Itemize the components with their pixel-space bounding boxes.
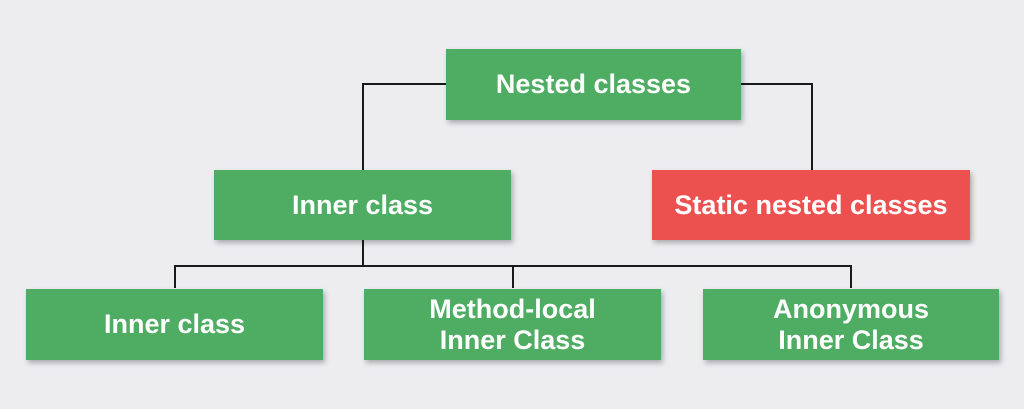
root-to-static-nested-connector (741, 83, 813, 170)
node-method-local-line1: Method-local (429, 293, 596, 324)
node-method-local-line2: Inner Class (439, 324, 586, 355)
node-leaf-inner-class: Inner class (26, 289, 323, 360)
node-nested-classes-label: Nested classes (495, 69, 692, 99)
root-to-inner-class-connector (362, 83, 446, 170)
inner-class-to-children-connector (174, 240, 852, 288)
node-anonymous-inner-class: Anonymous Inner Class (703, 289, 999, 360)
node-anonymous-line1: Anonymous (772, 293, 929, 324)
node-method-local-inner-class: Method-local Inner Class (364, 289, 661, 360)
node-leaf-inner-class-label: Inner class (103, 309, 246, 339)
node-inner-class-label: Inner class (291, 189, 434, 220)
node-anonymous-line2: Inner Class (778, 324, 924, 355)
node-static-nested-classes-label: Static nested classes (674, 189, 948, 220)
node-static-nested-classes: Static nested classes (652, 170, 970, 240)
node-inner-class: Inner class (214, 170, 511, 240)
node-nested-classes: Nested classes (446, 49, 741, 120)
